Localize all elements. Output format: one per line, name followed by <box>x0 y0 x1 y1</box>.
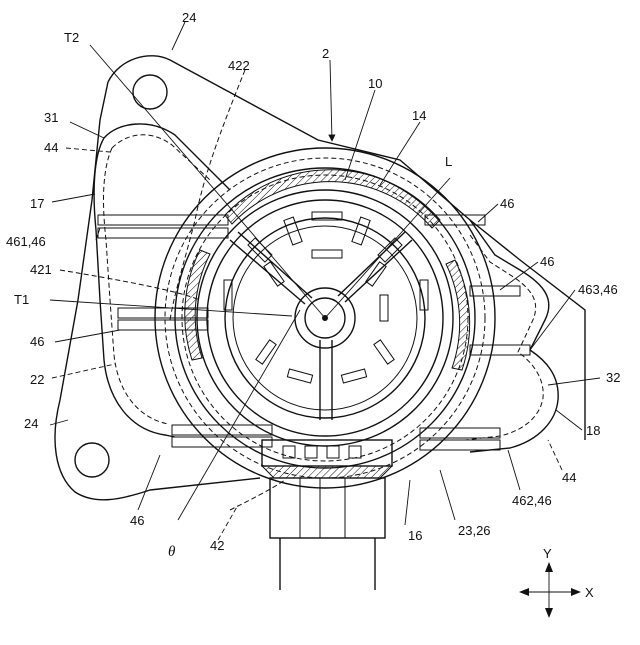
label-46-top-right: 46 <box>500 196 514 211</box>
leader-lines <box>50 22 600 540</box>
label-461-46: 461,46 <box>6 234 46 249</box>
label-T2: T2 <box>64 30 79 45</box>
label-422: 422 <box>228 58 250 73</box>
mounting-hole-top <box>133 75 167 109</box>
label-44-right: 44 <box>562 470 576 485</box>
label-L: L <box>445 154 452 169</box>
label-theta: θ <box>168 544 176 560</box>
label-17: 17 <box>30 196 44 211</box>
label-31: 31 <box>44 110 58 125</box>
label-463-46: 463,46 <box>578 282 618 297</box>
axis-lines <box>90 45 450 520</box>
label-T1: T1 <box>14 292 29 307</box>
label-16: 16 <box>408 528 422 543</box>
label-46-bottom: 46 <box>130 513 144 528</box>
label-42: 42 <box>210 538 224 553</box>
label-44-left: 44 <box>44 140 58 155</box>
label-24-top: 24 <box>182 10 196 25</box>
frame-31 <box>94 124 230 437</box>
mounting-hole-bottom <box>75 443 109 477</box>
label-421: 421 <box>30 262 52 277</box>
label-24-bottom: 24 <box>24 416 38 431</box>
label-18: 18 <box>586 423 600 438</box>
label-22: 22 <box>30 372 44 387</box>
label-10: 10 <box>368 76 382 91</box>
label-23-26: 23,26 <box>458 523 491 538</box>
base-plate-24 <box>55 56 585 500</box>
label-46-left: 46 <box>30 334 44 349</box>
xy-axes <box>519 562 581 618</box>
label-462-46: 462,46 <box>512 493 552 508</box>
label-32: 32 <box>606 370 620 385</box>
connector-16 <box>262 440 392 590</box>
label-14: 14 <box>412 108 426 123</box>
label-X: X <box>585 585 594 600</box>
label-2: 2 <box>322 46 329 61</box>
label-46-right: 46 <box>540 254 554 269</box>
label-Y: Y <box>543 546 552 561</box>
